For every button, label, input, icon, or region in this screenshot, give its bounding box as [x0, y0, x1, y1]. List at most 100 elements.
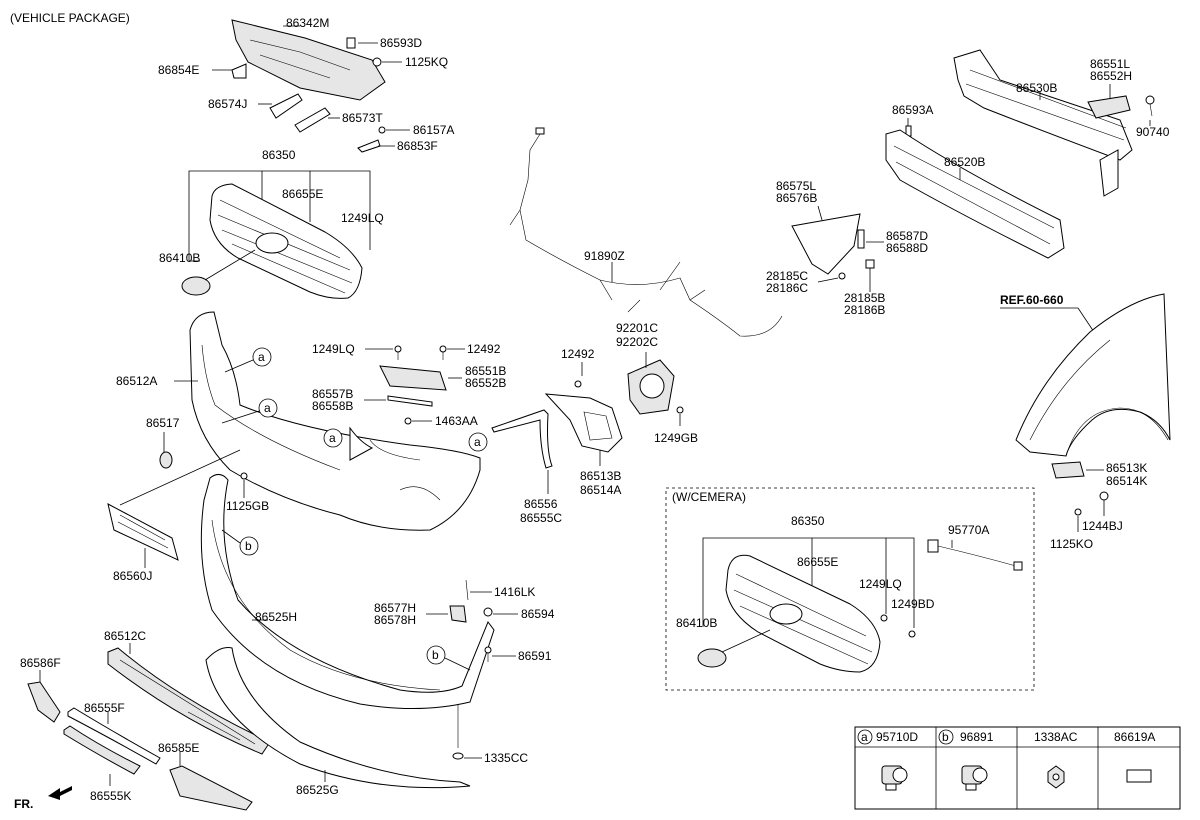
front-arrow-icon [48, 786, 72, 800]
label-1416LK: 1416LK [494, 585, 535, 599]
label-86578H: 86578H [374, 613, 416, 627]
label-86555F: 86555F [84, 701, 125, 715]
table-header-1338AC: 1338AC [1034, 730, 1078, 744]
label-86560J: 86560J [113, 569, 152, 583]
camera-label-86350: 86350 [791, 514, 825, 528]
bracket-86575L [791, 213, 861, 275]
label-1249LQ-b: 1249LQ [312, 342, 355, 356]
label-1244BJ: 1244BJ [1082, 519, 1123, 533]
label-90740: 90740 [1136, 125, 1170, 139]
svg-text:95710D: 95710D [876, 730, 918, 744]
label-86588D: 86588D [886, 241, 928, 255]
screw-1249GB [676, 406, 684, 414]
label-28186C: 28186C [766, 281, 808, 295]
fender [1015, 293, 1171, 457]
label-86585E: 86585E [158, 741, 199, 755]
label-86551L: 86551L [1090, 57, 1130, 71]
svg-text:a: a [258, 350, 265, 364]
bracket-86574J [269, 93, 303, 119]
molding-86555K [63, 725, 141, 775]
bolt-1125KQ [372, 57, 382, 67]
label-86520B: 86520B [944, 155, 985, 169]
label-86853F: 86853F [397, 139, 438, 153]
bolt-1244BJ [1099, 491, 1109, 501]
lower-bumper-86525H [200, 474, 495, 710]
under-cover-plate [231, 19, 386, 101]
bracket-86551B [379, 365, 447, 391]
callout-b-2: b [426, 645, 446, 665]
camera-95770A [927, 539, 1023, 571]
label-86591: 86591 [518, 649, 552, 663]
screw-12492 [439, 345, 447, 360]
label-86512C: 86512C [104, 629, 146, 643]
label-86157A: 86157A [413, 123, 454, 137]
camera-label-86655E: 86655E [797, 555, 838, 569]
front-bumper-cover [189, 311, 481, 531]
callout-a-4: a [468, 432, 488, 452]
strip-86525G [205, 647, 471, 789]
svg-text:a: a [861, 730, 868, 744]
rod-1416LK [465, 579, 469, 601]
label-86350: 86350 [262, 148, 296, 162]
label-86593D: 86593D [380, 36, 422, 50]
sensor-icon [881, 765, 908, 791]
clip-86594 [483, 607, 493, 617]
label-86552B: 86552B [465, 376, 506, 390]
label-12492: 12492 [467, 342, 501, 356]
label-86530B: 86530B [1016, 81, 1057, 95]
label-86517: 86517 [146, 416, 180, 430]
label-86552H: 86552H [1090, 69, 1132, 83]
screw-1249LQ [394, 345, 402, 360]
label-86410B: 86410B [159, 251, 200, 265]
camera-box-title: (W/CEMERA) [672, 490, 746, 504]
label-86512A: 86512A [116, 374, 157, 388]
label-91890Z: 91890Z [584, 249, 625, 263]
label-86342M: 86342M [286, 16, 329, 30]
lower-grille-86512C [107, 647, 271, 755]
camera-label-86410B: 86410B [676, 616, 717, 630]
label-86513K: 86513K [1106, 461, 1147, 475]
reference-label: REF.60-660 [1000, 293, 1064, 307]
garnish-86586F [27, 681, 61, 723]
label-1249LQ: 1249LQ [341, 211, 384, 225]
svg-text:b: b [245, 539, 252, 553]
clip-86593D [346, 37, 356, 49]
callout-a-3: a [323, 428, 343, 448]
label-86577H: 86577H [374, 601, 416, 615]
screw-1125GB [240, 472, 248, 480]
emblem-86410B [181, 276, 211, 296]
camera-screw-1249BD [908, 630, 916, 638]
label-1125KQ: 1125KQ [405, 55, 448, 69]
sensor-icon [961, 765, 988, 791]
strip-86557B [387, 395, 433, 407]
bracket-86854E [231, 63, 247, 79]
svg-text:b: b [942, 730, 949, 744]
label-28185B: 28185B [844, 291, 885, 305]
svg-text:a: a [264, 401, 271, 415]
label-86574J: 86574J [208, 97, 247, 111]
fog-bezel-86513B [544, 393, 623, 453]
wiring-harness-91890Z [509, 127, 783, 337]
radiator-grille [209, 183, 363, 299]
rectangle-icon [1126, 769, 1152, 783]
clip-1335CC [452, 752, 464, 760]
camera-label-1249LQ: 1249LQ [859, 577, 902, 591]
label-1125KO: 1125KO [1050, 537, 1093, 551]
label-86514A: 86514A [580, 483, 621, 497]
screw-86591 [484, 646, 492, 662]
label-86587D: 86587D [886, 229, 928, 243]
bolt-90740 [1145, 95, 1155, 117]
label-86513B: 86513B [580, 469, 621, 483]
label-86525H: 86525H [255, 610, 297, 624]
camera-grille [725, 554, 881, 673]
label-86555K: 86555K [90, 789, 131, 803]
parts-table [854, 726, 1181, 810]
molding-86555F [67, 707, 161, 765]
svg-text:a: a [474, 435, 481, 449]
screw-1125KO [1074, 508, 1082, 516]
label-86593A: 86593A [892, 103, 933, 117]
label-86586F: 86586F [20, 656, 61, 670]
bracket-86513K [1051, 461, 1085, 479]
label-86594: 86594 [521, 607, 555, 621]
garnish-86585E [169, 765, 253, 811]
